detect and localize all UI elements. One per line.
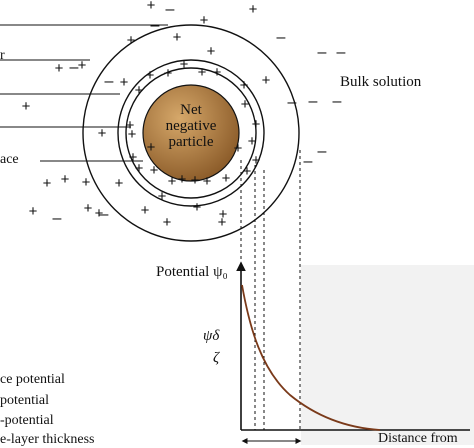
positive-charge-27: +: [252, 152, 261, 169]
negative-charge-3: –: [318, 44, 327, 61]
negative-charge-13: –: [100, 206, 109, 223]
positive-charge-40: +: [158, 188, 167, 205]
particle-core: [142, 84, 240, 182]
negative-charge-7: –: [288, 94, 297, 111]
legend-surface-potential: ce potential: [0, 372, 65, 387]
negative-charge-4: –: [337, 44, 346, 61]
positive-charge-6: +: [55, 60, 64, 77]
positive-charge-24: +: [248, 133, 257, 150]
negative-charge-8: –: [309, 93, 318, 110]
particle-label-line-1: Net: [180, 102, 202, 118]
positive-charge-9: +: [198, 64, 207, 81]
label-fragment-ace: ace: [0, 152, 19, 167]
positive-charge-46: +: [163, 214, 172, 231]
label-fragment-r: r: [0, 48, 5, 63]
positive-charge-29: +: [150, 162, 159, 179]
positive-charge-35: +: [222, 170, 231, 187]
positive-charge-41: +: [193, 199, 202, 216]
positive-charge-13: +: [120, 74, 129, 91]
positive-charge-33: +: [203, 173, 212, 190]
legend-stern-potential: potential: [0, 393, 49, 408]
positive-charge-3: +: [173, 29, 182, 46]
positive-charge-11: +: [180, 56, 189, 73]
positive-charge-18: +: [22, 98, 31, 115]
positive-charge-5: +: [207, 43, 216, 60]
positive-charge-23: +: [147, 139, 156, 156]
positive-charge-25: +: [129, 149, 138, 166]
distance-axis-label: Distance from: [378, 431, 458, 446]
negative-charge-10: –: [318, 143, 327, 160]
particle-label-line-3: particle: [168, 134, 214, 150]
positive-charge-1: +: [249, 1, 258, 18]
negative-charge-11: –: [304, 153, 313, 170]
positive-charge-2: +: [200, 12, 209, 29]
graph-shade: [301, 265, 474, 445]
positive-charge-12: +: [146, 67, 155, 84]
positive-charge-45: +: [95, 205, 104, 222]
positive-charge-48: +: [218, 214, 227, 231]
negative-charge-6: –: [105, 73, 114, 90]
positive-charge-19: +: [126, 117, 135, 134]
shear-plane-circle: [117, 59, 265, 207]
positive-charge-15: +: [240, 77, 249, 94]
stern-layer-circle: [125, 67, 257, 199]
diffuse-layer-boundary: [82, 24, 300, 242]
potential-axis-label: Potential ψ₀: [156, 264, 228, 280]
positive-charge-7: +: [78, 57, 87, 74]
potential-decay-curve: [241, 284, 381, 431]
positive-charge-21: +: [252, 116, 261, 133]
zeta-label: ζ: [213, 350, 220, 366]
negative-charge-2: –: [277, 29, 286, 46]
positive-charge-16: +: [262, 72, 271, 89]
positive-charge-4: +: [127, 32, 136, 49]
negative-charge-5: –: [70, 59, 79, 76]
positive-charge-28: +: [135, 160, 144, 177]
positive-charge-47: +: [219, 206, 228, 223]
positive-charge-44: +: [29, 203, 38, 220]
positive-charge-26: +: [234, 140, 243, 157]
positive-charge-39: +: [115, 175, 124, 192]
positive-charge-10: +: [213, 64, 222, 81]
positive-charge-34: +: [191, 172, 200, 189]
charge-symbols: ++++++++++++++++++++++++++++++++++++++++…: [22, 0, 346, 231]
positive-charge-22: +: [98, 125, 107, 142]
positive-charge-8: +: [164, 65, 173, 82]
positive-charge-31: +: [168, 173, 177, 190]
bulk-solution-label: Bulk solution: [340, 74, 422, 90]
negative-charge-9: –: [333, 93, 342, 110]
negative-charge-0: –: [166, 1, 175, 18]
positive-charge-42: +: [141, 202, 150, 219]
positive-charge-30: +: [243, 163, 252, 180]
positive-charge-37: +: [43, 175, 52, 192]
positive-charge-20: +: [128, 126, 137, 143]
positive-charge-36: +: [61, 171, 70, 188]
legend-double-layer-thickness: e-layer thickness: [0, 432, 95, 447]
positive-charge-0: +: [147, 0, 156, 14]
particle-label-line-2: negative: [165, 118, 217, 134]
positive-charge-43: +: [84, 200, 93, 217]
positive-charge-17: +: [241, 96, 250, 113]
positive-charge-32: +: [178, 171, 187, 188]
positive-charge-14: +: [135, 82, 144, 99]
negative-charge-1: –: [151, 17, 160, 34]
positive-charge-38: +: [82, 174, 91, 191]
negative-charge-12: –: [53, 210, 62, 227]
legend-zeta-potential: -potential: [0, 413, 54, 428]
psi-delta-label: ψδ: [203, 328, 220, 344]
